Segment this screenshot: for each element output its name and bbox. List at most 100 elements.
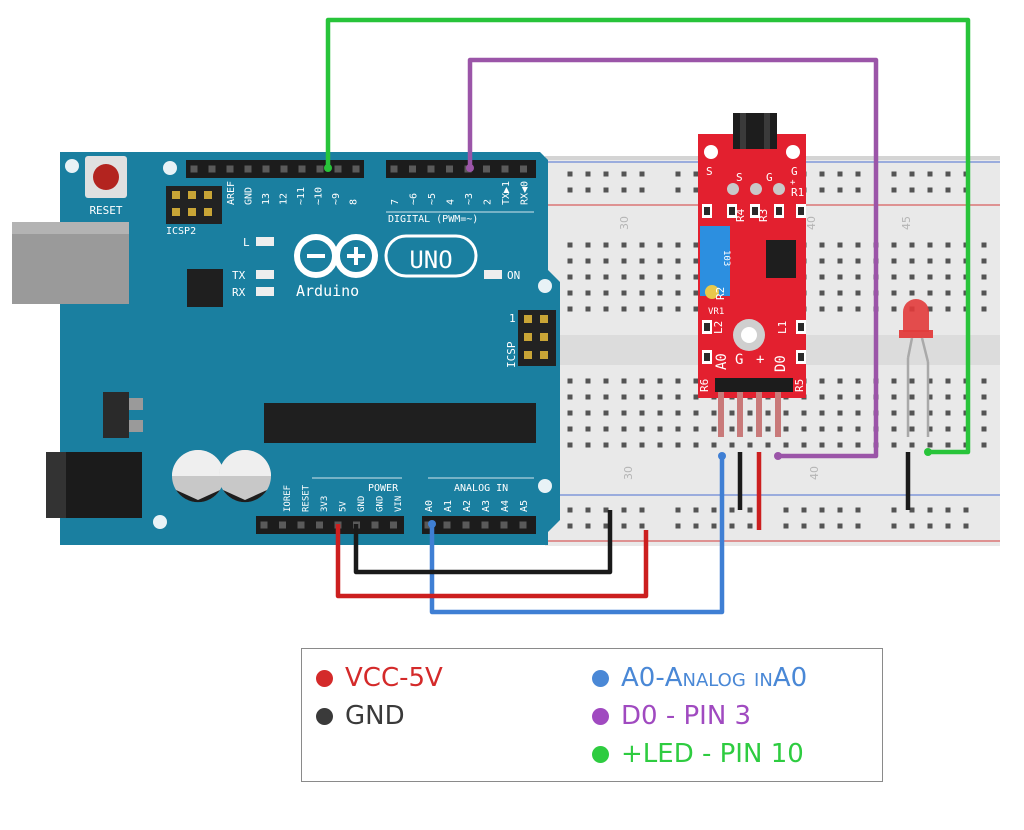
legend-item-led: +LED - PIN 10 [592, 739, 804, 769]
legend-label: VCC-5V [345, 663, 443, 693]
silk-r4: R4 [734, 208, 747, 222]
capacitor [172, 450, 224, 503]
power-label: POWER [368, 483, 399, 494]
icsp-label: ICSP [505, 341, 518, 368]
green-dot-icon [592, 745, 609, 763]
led-rx [256, 287, 274, 296]
silk-r6: R6 [698, 379, 711, 392]
brand-name: Arduino [296, 282, 359, 300]
digital-pin-label: ~11 [296, 187, 307, 205]
power-pin-label: IOREF [283, 485, 293, 512]
potentiometer[interactable] [700, 226, 730, 296]
analog-header [422, 516, 536, 534]
sensor-pin-label: + [790, 178, 796, 188]
model-name: UNO [409, 246, 452, 274]
purple-dot-icon [592, 707, 609, 725]
analog-pin-label: A1 [443, 500, 454, 512]
red-dot-icon [316, 669, 333, 687]
sensor-pin-a0: A0 [714, 353, 730, 370]
led-rx-label: RX [232, 286, 246, 299]
silk-l1: L1 [776, 321, 789, 334]
digital-pin-label: AREF [226, 181, 237, 205]
icsp-header [518, 310, 556, 366]
black-dot-icon [316, 707, 333, 725]
power-pin-label: GND [357, 496, 367, 512]
digital-pin-label: 12 [279, 193, 290, 205]
analog-label: ANALOG IN [454, 483, 508, 494]
comparator-chip [766, 240, 796, 278]
arduino-logo [294, 234, 478, 278]
reset-label: RESET [89, 204, 122, 217]
usb-chip [187, 269, 223, 307]
wire-purple-d0 [467, 57, 879, 459]
bb-col-number: 30 [618, 216, 631, 230]
legend-label: A0- [621, 663, 665, 693]
analog-pin-label: A5 [519, 500, 530, 512]
analog-pin-labels: A0 A1 A2 A3 A4 A5 [424, 500, 530, 512]
digital-pin-label: 2 [483, 199, 494, 205]
legend-label: GND [345, 701, 405, 731]
analog-pin-label: A3 [481, 500, 492, 512]
digital-pin-label: 7 [390, 199, 401, 205]
wire-red-5v [335, 524, 649, 599]
wire-black-gnd [353, 510, 613, 575]
digital-pin-label: RX◀0 [520, 181, 531, 205]
silk-vr1: VR1 [708, 307, 724, 317]
digital-pin-label: ~10 [314, 187, 325, 205]
led-l [256, 237, 274, 246]
usb-connector [12, 222, 129, 304]
legend-label: Analog in [664, 663, 773, 693]
wire-blue-a0 [429, 456, 725, 615]
digital-pin-label: 4 [446, 199, 457, 205]
analog-pin-label: A4 [500, 500, 511, 512]
sensor-pin-label: S [706, 165, 713, 178]
digital-pin-label: ~6 [409, 193, 420, 205]
blue-dot-icon [592, 669, 609, 687]
silk-r1: R1 [791, 186, 804, 199]
legend-item-a0: A0-Analog in A0 [592, 663, 807, 693]
sensor-pin-label: G [791, 165, 798, 178]
icsp2-label: ICSP2 [166, 226, 196, 237]
analog-pin-label: A0 [424, 500, 435, 512]
power-header [256, 516, 404, 534]
wiring-legend: VCC-5V GND A0-Analog in A0 D0 - PIN 3 +L… [301, 648, 883, 782]
led-on [484, 270, 502, 279]
wires [324, 17, 971, 615]
digital-pin-label: ~9 [331, 193, 342, 205]
power-pin-label: VIN [394, 496, 404, 512]
atmega-chip [264, 403, 536, 443]
power-pin-label: 3V3 [320, 496, 330, 512]
icsp2-header [166, 186, 222, 224]
silk-r2: R2 [714, 287, 727, 300]
bb-col-number: 45 [900, 216, 913, 230]
led-l-label: L [243, 236, 250, 249]
digital-label: DIGITAL (PWM=~) [388, 214, 478, 225]
legend-label: A0 [772, 663, 808, 693]
bb-col-number: 30 [622, 466, 635, 480]
analog-pin-label: A2 [462, 500, 473, 512]
power-pin-label: GND [376, 496, 386, 512]
wire-green-led [325, 17, 971, 455]
led-tx-label: TX [232, 269, 246, 282]
capacitor [219, 450, 271, 503]
digital-pin-label: 8 [349, 199, 360, 205]
hall-sensor-module: 103 S S G G + R1 R4 R3 R2 VR1 L2 L1 R6 R… [698, 113, 806, 437]
bb-col-number: 40 [805, 216, 818, 230]
sensor-pin-label: S [736, 171, 743, 184]
digital-pin-label: ~3 [464, 193, 475, 205]
digital-header [186, 160, 536, 178]
power-pin-label: RESET [302, 484, 312, 512]
sensor-pin-d0: D0 [773, 355, 789, 372]
sensor-pin-label: G [766, 171, 773, 184]
power-pin-labels: IOREF RESET 3V3 5V GND GND VIN [283, 484, 404, 512]
legend-label: +LED - PIN 10 [621, 739, 804, 769]
power-pin-label: 5V [339, 501, 349, 512]
silk-r3: R3 [757, 209, 770, 222]
red-led [899, 299, 933, 437]
digital-pin-label: GND [244, 187, 255, 205]
pot-marking: 103 [721, 250, 731, 266]
hall-sensor-element [733, 113, 777, 149]
